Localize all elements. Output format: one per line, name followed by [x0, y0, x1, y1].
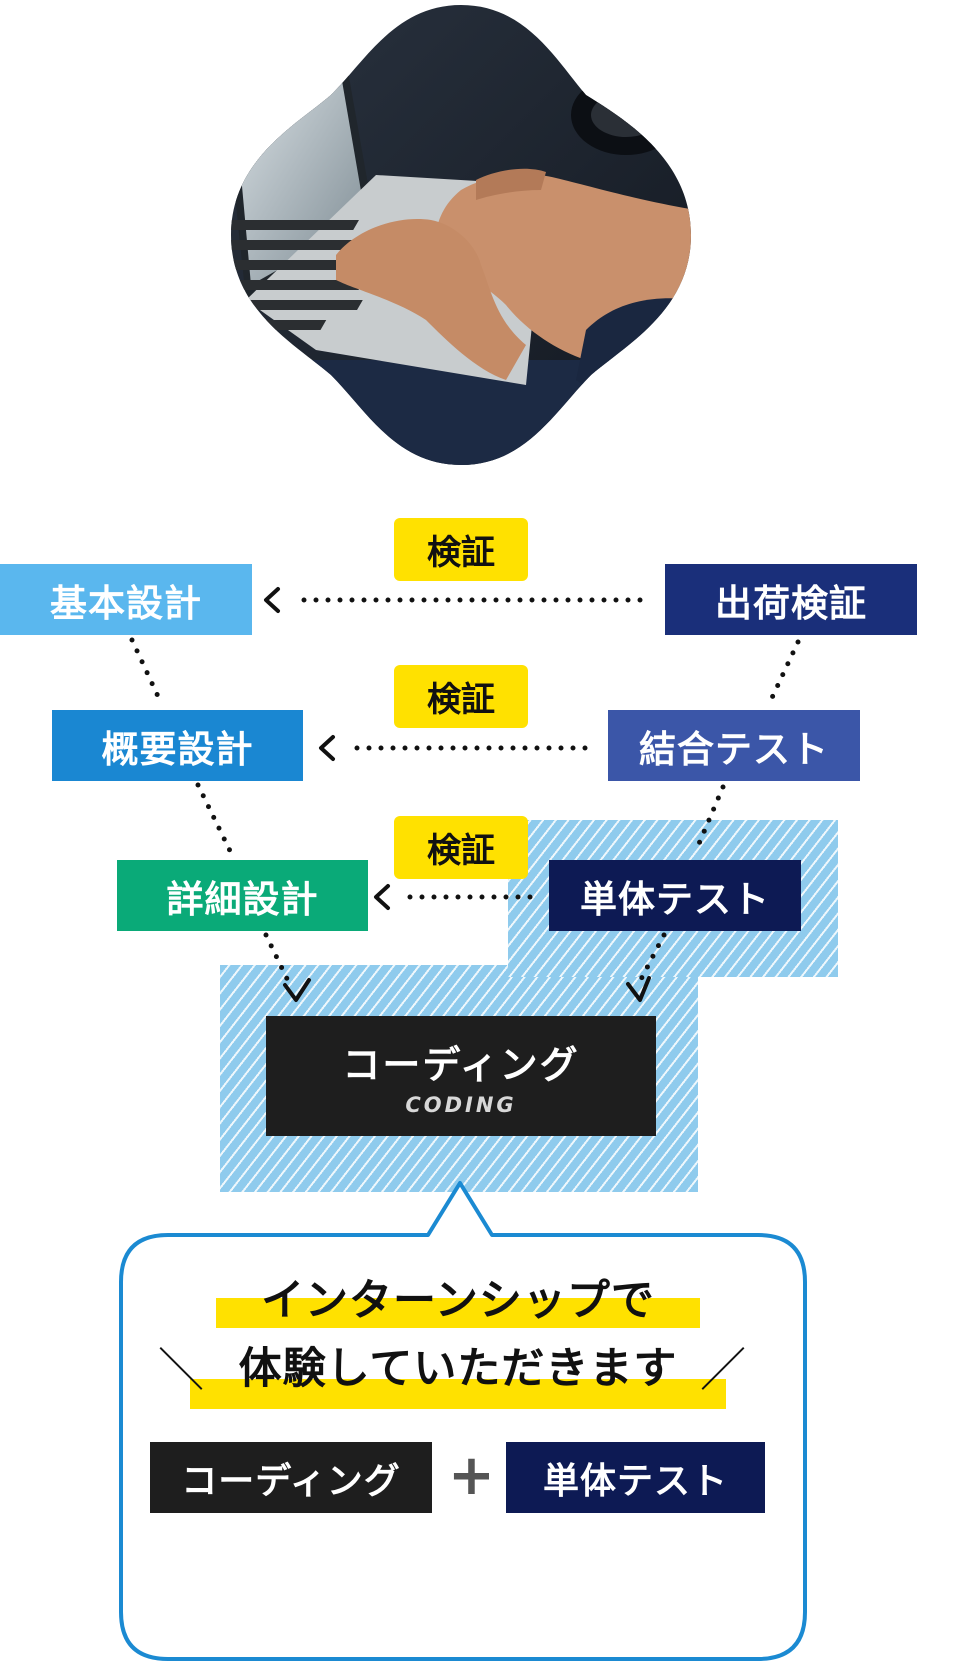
bubble-line-2: 体験していただきます — [238, 1344, 678, 1394]
slash-mark-right: ／ — [700, 1343, 746, 1397]
laptop-photo — [226, 0, 696, 470]
step-shukka-kensho: 出荷検証 — [665, 564, 917, 635]
arrow-head-to-coding-right — [626, 976, 651, 1002]
verify-tag-1: 検証 — [394, 518, 528, 581]
bubble-line-1: インターンシップで — [261, 1276, 655, 1326]
arrow-head-to-coding-left — [283, 978, 311, 1002]
slash-mark-left: ＼ — [158, 1343, 204, 1397]
coding-box: コーディング CODING — [266, 1016, 656, 1136]
arrow-head-shosai — [374, 884, 390, 910]
arrow-head-gaiyo — [319, 735, 335, 761]
step-kihon-sekkei: 基本設計 — [0, 564, 252, 635]
bubble-item-coding: コーディング — [150, 1442, 432, 1513]
highlight-bar-2 — [190, 1379, 726, 1409]
arrow-head-kihon — [264, 587, 280, 613]
step-ketsugo-test: 結合テスト — [608, 710, 860, 781]
verify-tag-2: 検証 — [394, 665, 528, 728]
coding-title: コーディング — [342, 1043, 580, 1087]
plus-sign: + — [448, 1443, 495, 1508]
bubble-item-tantai: 単体テスト — [506, 1442, 765, 1513]
coding-subtitle: CODING — [405, 1093, 517, 1117]
highlight-bar-1 — [216, 1298, 700, 1328]
verify-tag-3: 検証 — [394, 816, 528, 879]
step-gaiyo-sekkei: 概要設計 — [52, 710, 303, 781]
step-tantai-test: 単体テスト — [549, 860, 801, 931]
step-shosai-sekkei: 詳細設計 — [117, 860, 368, 931]
